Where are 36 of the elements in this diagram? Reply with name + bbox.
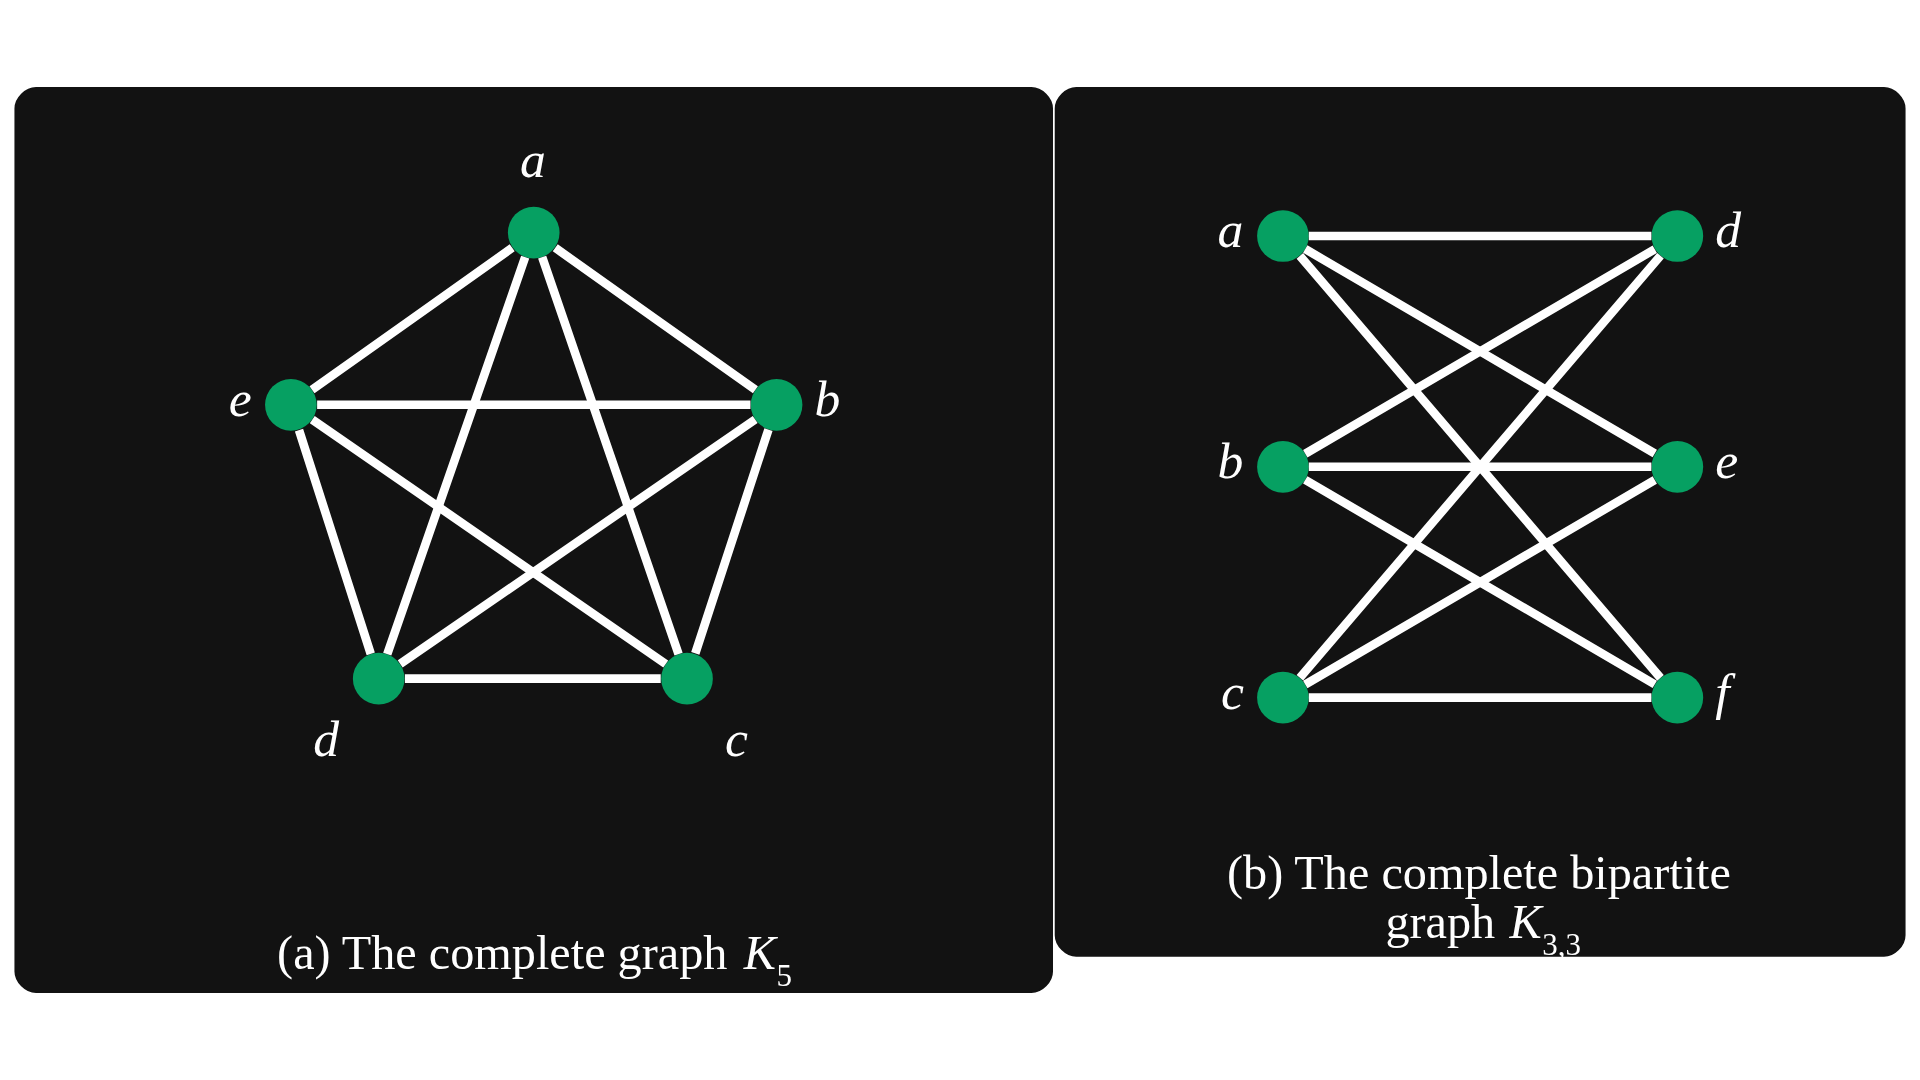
node-circle — [507, 206, 560, 259]
node-label: c — [1220, 662, 1244, 720]
connector — [691, 428, 773, 655]
connector — [404, 674, 661, 683]
connector — [1308, 462, 1652, 472]
node-circle — [1651, 671, 1704, 724]
connector — [309, 416, 669, 668]
node-label: b — [814, 369, 841, 427]
node-label: a — [519, 131, 546, 189]
connector — [383, 255, 530, 656]
node-label: d — [1715, 201, 1742, 259]
node-circle — [1257, 671, 1309, 724]
node-label: d — [313, 710, 340, 768]
node-label: c — [724, 710, 748, 768]
connector — [294, 428, 375, 656]
node-circle — [750, 378, 803, 431]
connector — [552, 244, 758, 394]
node-circle — [1257, 440, 1309, 493]
node-circle — [352, 652, 405, 705]
node-circle — [1651, 210, 1704, 262]
connector — [1308, 231, 1652, 241]
node-circle — [1651, 440, 1704, 493]
connector — [397, 415, 758, 668]
connector — [1308, 693, 1652, 702]
connector — [317, 400, 751, 410]
connector — [538, 255, 683, 656]
node-circle — [1257, 210, 1309, 262]
node-label: b — [1217, 432, 1244, 489]
connector — [1303, 476, 1657, 689]
node-label: a — [1217, 201, 1244, 259]
node-label: e — [1715, 432, 1739, 489]
node-label: e — [228, 369, 252, 427]
connector — [309, 244, 515, 394]
node-circle — [661, 652, 713, 705]
node-circle — [265, 378, 317, 431]
connector — [1303, 245, 1657, 458]
